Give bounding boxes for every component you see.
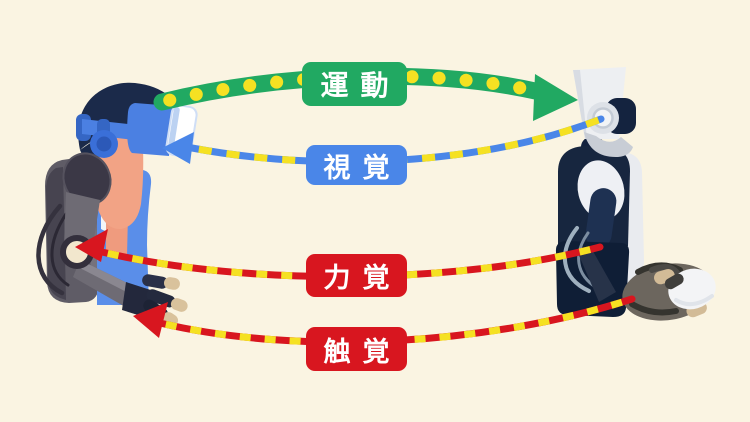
label-force: 力覚 — [306, 254, 407, 297]
label-motion: 運動 — [302, 62, 407, 106]
robot-cable — [562, 226, 591, 293]
vr-headset-icon — [76, 103, 198, 158]
label-vision: 視覚 — [306, 145, 407, 185]
touch-arrowhead — [133, 302, 168, 338]
motion-arrowhead — [533, 74, 578, 121]
robot-forearm — [578, 246, 616, 302]
force-arrowhead — [75, 229, 108, 262]
human-operator-with-vr-headset-and-exoskeleton-icon — [36, 82, 198, 326]
robot-holding-egg-icon — [555, 67, 716, 321]
robot-hand — [622, 262, 716, 321]
headphone-cup — [96, 136, 112, 152]
label-touch: 触覚 — [306, 327, 407, 371]
backpack-cable-2 — [50, 212, 70, 287]
vision-arrowhead — [162, 132, 194, 164]
backpack-cable — [36, 203, 65, 296]
